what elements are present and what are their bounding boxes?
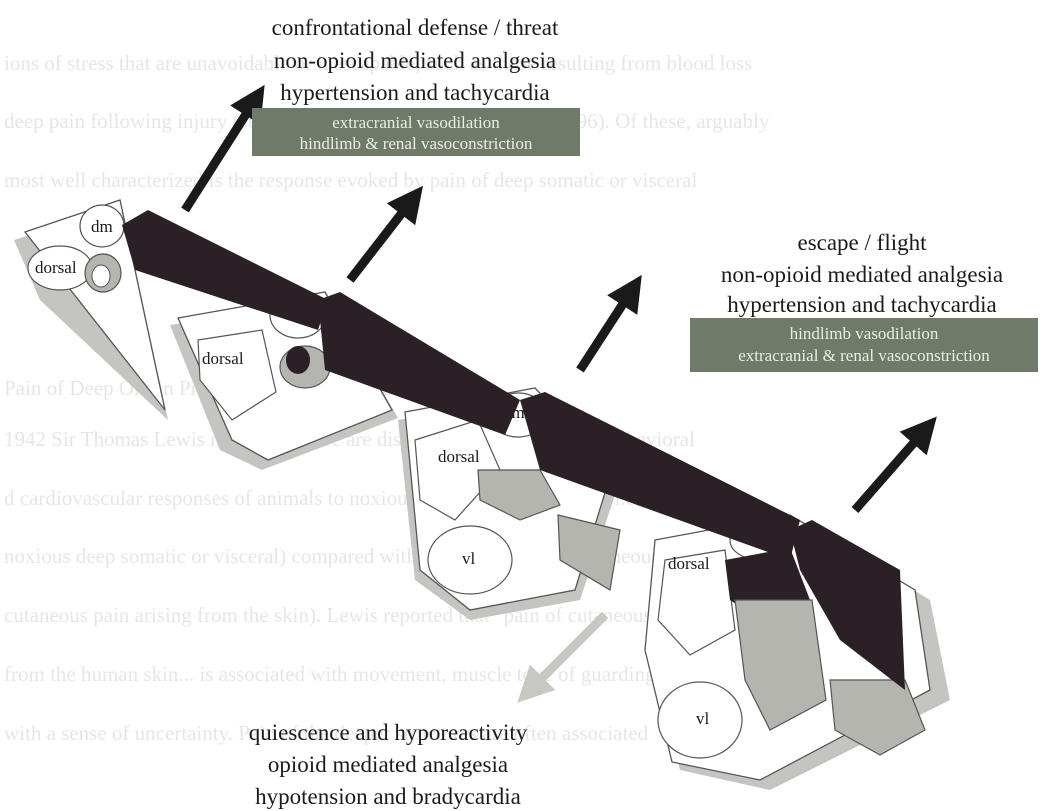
arrow-up-icon xyxy=(855,430,925,510)
dorsal-label: dorsal xyxy=(668,554,710,573)
response-analgesia: opioid mediated analgesia xyxy=(268,752,508,777)
dm-label: dm xyxy=(91,217,113,236)
arrow-up-icon xyxy=(580,290,632,370)
vascular-response-line: hindlimb & renal vasoconstriction xyxy=(300,134,533,153)
response-analgesia: non-opioid mediated analgesia xyxy=(274,48,556,73)
dorsal-label: dorsal xyxy=(202,349,244,368)
response-top: confrontational defense / threat non-opi… xyxy=(252,15,580,156)
response-title: escape / flight xyxy=(797,230,927,255)
aqueduct xyxy=(92,265,110,287)
background-line: most well characterized is the response … xyxy=(4,168,697,192)
vl-label: vl xyxy=(462,549,476,568)
vascular-response-line: extracranial vasodilation xyxy=(332,113,500,132)
response-analgesia: non-opioid mediated analgesia xyxy=(721,262,1003,287)
background-line: from the human skin... is associated wit… xyxy=(4,662,697,686)
response-cardiovascular: hypotension and bradycardia xyxy=(255,784,521,809)
dorsal-label: dorsal xyxy=(438,447,480,466)
arrow-up-icon xyxy=(350,200,412,280)
lateral-column-dark xyxy=(286,346,310,374)
response-bottom: quiescence and hyporeactivity opioid med… xyxy=(249,720,528,809)
response-cardiovascular: hypertension and tachycardia xyxy=(280,80,550,105)
dorsal-label: dorsal xyxy=(35,258,77,277)
response-title: quiescence and hyporeactivity xyxy=(249,720,528,745)
vascular-response-line: extracranial & renal vasoconstriction xyxy=(738,346,990,365)
response-title: confrontational defense / threat xyxy=(272,15,559,40)
background-line: noxious deep somatic or visceral) compar… xyxy=(4,544,744,568)
response-right: escape / flight non-opioid mediated anal… xyxy=(690,230,1038,372)
vascular-response-line: hindlimb vasodilation xyxy=(790,324,939,343)
vl-label: vl xyxy=(696,709,710,728)
response-cardiovascular: hypertension and tachycardia xyxy=(727,292,997,317)
